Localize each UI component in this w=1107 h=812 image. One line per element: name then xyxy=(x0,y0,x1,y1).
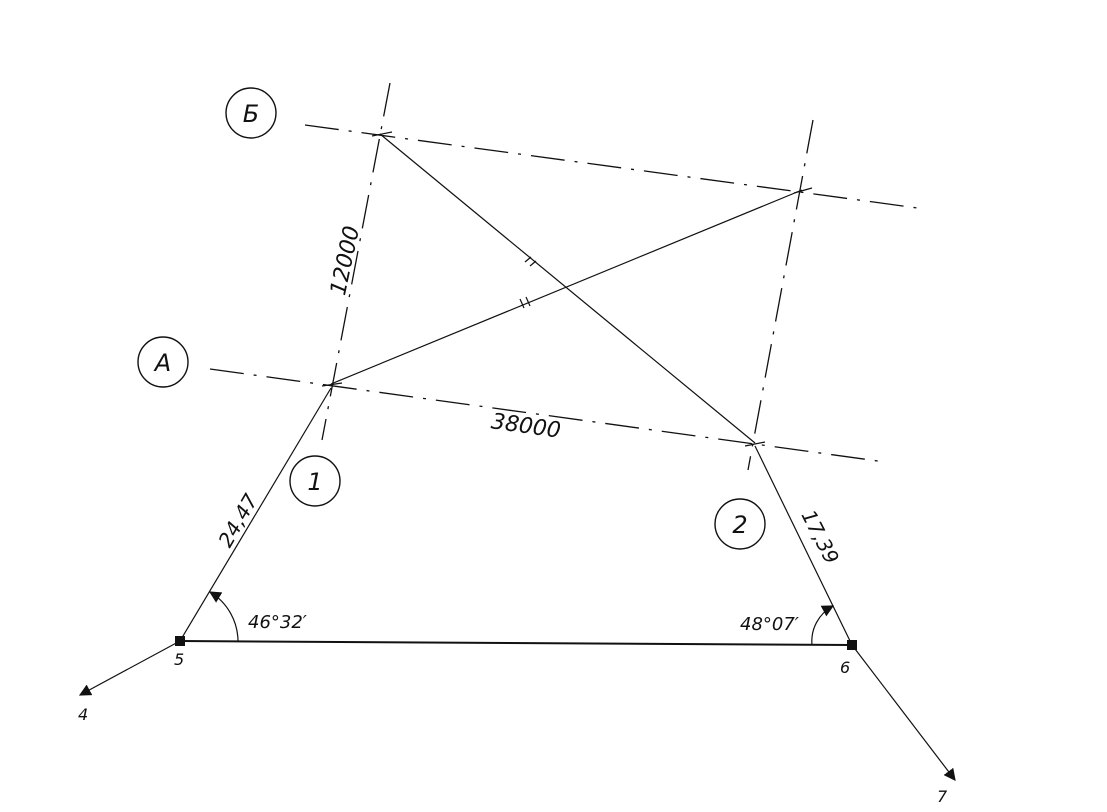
equality-ticks xyxy=(519,256,537,309)
station-marker-6 xyxy=(847,640,857,650)
axis-bubble-1: 1 xyxy=(289,455,341,507)
point-label-4: 4 xyxy=(78,705,88,724)
axis-bubble-b: Б xyxy=(225,87,277,139)
point-label-5: 5 xyxy=(174,650,184,669)
angle-arc-5 xyxy=(208,591,239,643)
axis-line-1 xyxy=(321,82,391,441)
axis-bubble-a: А xyxy=(137,336,189,388)
traverse-line-6-2 xyxy=(754,445,853,646)
station-marker-5 xyxy=(175,636,185,646)
axis-line-b xyxy=(304,124,926,210)
point-label-7: 7 xyxy=(937,787,948,806)
dimension-row-spacing: 12000 xyxy=(326,224,365,298)
dimension-column-spacing: 38000 xyxy=(490,409,563,443)
diagonal-b1-a2 xyxy=(379,133,756,444)
baseline-5-6 xyxy=(179,640,853,646)
axis-line-a xyxy=(209,368,879,462)
direction-line-6-7 xyxy=(851,644,956,781)
side-length-6-2: 17,39 xyxy=(797,506,844,568)
axis-bubble-2: 2 xyxy=(714,498,766,550)
axis-label-2: 2 xyxy=(732,511,747,539)
angle-arc-6 xyxy=(811,605,835,646)
angle-label-6: 48°07′ xyxy=(740,614,799,635)
traverse-line-5-1 xyxy=(179,387,332,642)
point-label-6: 6 xyxy=(840,658,850,677)
axis-line-2 xyxy=(747,119,814,471)
side-length-5-1: 24,47 xyxy=(213,489,263,551)
axis-label-1: 1 xyxy=(307,468,322,496)
angle-label-5: 46°32′ xyxy=(248,612,307,633)
diagonal-a1-b2 xyxy=(330,189,803,385)
axis-label-a: А xyxy=(153,349,171,377)
direction-line-5-4 xyxy=(78,640,181,696)
intersection-marks xyxy=(321,131,813,447)
axis-label-b: Б xyxy=(243,100,259,128)
